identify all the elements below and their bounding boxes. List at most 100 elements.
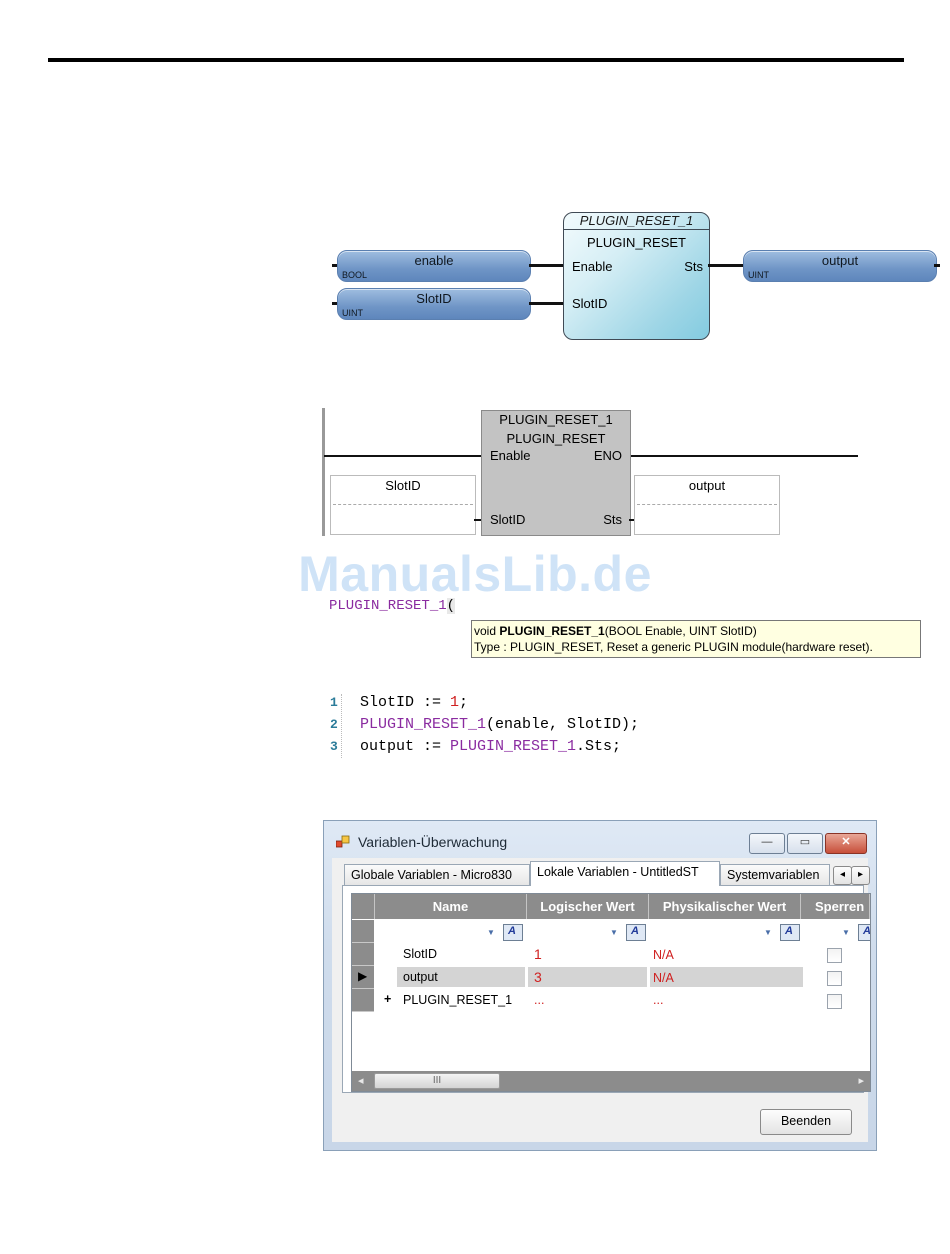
lock-checkbox[interactable] <box>827 994 842 1009</box>
scrollbar-thumb[interactable]: III <box>374 1073 500 1089</box>
tooltip-name: PLUGIN_RESET_1 <box>499 624 605 638</box>
tab-global-variables[interactable]: Globale Variablen - Micro830 <box>344 864 530 885</box>
tab-scroll-right-button[interactable]: ▸ <box>851 866 870 885</box>
line-number: 1 <box>330 695 338 710</box>
divider <box>637 504 777 505</box>
variable-monitor-window: Variablen-Überwachung — ▭ ✕ Globale Vari… <box>323 820 877 1151</box>
fbd-wire <box>529 264 565 267</box>
var-type: BOOL <box>342 270 368 280</box>
page-header-rule <box>48 58 904 62</box>
pin-label-sts: Sts <box>603 512 622 527</box>
code-gutter-divider <box>341 694 342 758</box>
block-instance-name: PLUGIN_RESET_1 <box>564 213 709 230</box>
divider <box>333 504 473 505</box>
fbd-wire <box>332 264 338 267</box>
tab-scroll-left-button[interactable]: ◂ <box>833 866 852 885</box>
filter-lock-icon[interactable] <box>858 924 870 941</box>
block-type-name: PLUGIN_RESET <box>506 431 606 446</box>
st-call-editor-line[interactable]: PLUGIN_RESET_1( <box>329 598 456 614</box>
cell-physical-value[interactable]: N/A <box>653 948 674 962</box>
selected-cell-bg <box>650 967 803 987</box>
row-header[interactable] <box>352 943 374 966</box>
var-name: SlotID <box>416 291 452 306</box>
cell-name[interactable]: SlotID <box>403 947 438 961</box>
watermark: ManualsLib.de <box>298 546 652 602</box>
horizontal-scrollbar[interactable]: ◂ III ▸ <box>352 1071 870 1091</box>
scroll-right-arrow-icon[interactable]: ▸ <box>858 1075 864 1087</box>
code-line-2[interactable]: 2 PLUGIN_RESET_1(enable, SlotID); <box>330 716 639 738</box>
fbd-wire <box>934 264 940 267</box>
st-call-instance: PLUGIN_RESET_1 <box>329 598 447 614</box>
window-client-area: Globale Variablen - Micro830 Lokale Vari… <box>332 858 871 1142</box>
window-title: Variablen-Überwachung <box>358 834 508 850</box>
tab-system-variables[interactable]: Systemvariablen <box>720 864 830 885</box>
var-name: output <box>821 253 859 268</box>
code-literal: 1 <box>450 694 460 711</box>
minimize-button[interactable]: — <box>749 833 785 854</box>
scroll-left-arrow-icon[interactable]: ◂ <box>358 1075 364 1087</box>
selected-cell-bg <box>397 967 525 987</box>
filter-dropdown-icon[interactable]: ▼ <box>842 928 850 937</box>
code-text: output := <box>360 738 451 755</box>
pin-label-slotid: SlotID <box>572 296 608 311</box>
cell-physical-value[interactable]: ... <box>653 993 664 1007</box>
maximize-button[interactable]: ▭ <box>787 833 823 854</box>
lock-checkbox[interactable] <box>827 971 842 986</box>
close-window-button[interactable]: ✕ <box>825 833 867 854</box>
filter-name-icon[interactable] <box>503 924 523 941</box>
cell-name[interactable]: output <box>403 970 438 984</box>
tooltip-description: Type : PLUGIN_RESET, Reset a generic PLU… <box>474 640 873 654</box>
var-name: enable <box>414 253 454 268</box>
var-type: UINT <box>748 270 769 280</box>
expand-row-icon[interactable]: + <box>384 992 392 1006</box>
fbd-var-output[interactable]: output UINT <box>743 250 937 282</box>
fbd-wire <box>529 302 565 305</box>
cell-name[interactable]: PLUGIN_RESET_1 <box>403 993 513 1007</box>
cell-logical-value[interactable]: 1 <box>534 946 542 962</box>
tab-local-variables[interactable]: Lokale Variablen - UntitledST <box>530 861 720 886</box>
column-header-lock[interactable]: Sperren <box>801 894 870 919</box>
current-row-icon: ▶ <box>358 969 368 983</box>
row-header <box>352 920 374 943</box>
row-header[interactable]: ▶ <box>352 966 374 989</box>
filter-logical-icon[interactable] <box>626 924 646 941</box>
cell-logical-value[interactable]: 3 <box>534 969 542 985</box>
tooltip-params: (BOOL Enable, UINT SlotID) <box>604 624 757 638</box>
fbd-var-slotid[interactable]: SlotID UINT <box>337 288 531 320</box>
ladder-function-block[interactable]: PLUGIN_RESET_1 PLUGIN_RESET Enable ENO S… <box>481 410 631 536</box>
var-name: output <box>688 478 726 493</box>
cell-physical-value[interactable]: N/A <box>653 971 674 985</box>
ladder-var-slotid[interactable]: SlotID <box>330 475 476 535</box>
column-header-name[interactable]: Name <box>375 894 527 919</box>
ladder-rung-wire <box>628 455 858 457</box>
code-instance: PLUGIN_RESET_1 <box>360 716 487 733</box>
pin-label-slotid: SlotID <box>490 512 526 527</box>
pin-label-sts: Sts <box>684 259 703 274</box>
filter-dropdown-icon[interactable]: ▼ <box>764 928 772 937</box>
grid-corner-header <box>352 894 375 919</box>
line-number: 3 <box>330 739 338 754</box>
column-header-logical-value[interactable]: Logischer Wert <box>527 894 649 919</box>
filter-dropdown-icon[interactable]: ▼ <box>610 928 618 937</box>
lock-checkbox[interactable] <box>827 948 842 963</box>
fbd-function-block[interactable]: PLUGIN_RESET_1 PLUGIN_RESET Enable SlotI… <box>563 212 710 340</box>
code-text: (enable, SlotID); <box>486 716 640 733</box>
ladder-wire <box>474 519 482 521</box>
row-header[interactable] <box>352 989 374 1012</box>
code-text: ; <box>459 694 469 711</box>
code-text: .Sts; <box>576 738 622 755</box>
ladder-left-rail <box>322 408 325 536</box>
code-text: SlotID := <box>360 694 451 711</box>
beenden-button[interactable]: Beenden <box>760 1109 852 1135</box>
fbd-var-enable[interactable]: enable BOOL <box>337 250 531 282</box>
line-number: 2 <box>330 717 338 732</box>
filter-dropdown-icon[interactable]: ▼ <box>487 928 495 937</box>
tooltip-prefix: void <box>474 624 500 638</box>
column-header-physical-value[interactable]: Physikalischer Wert <box>649 894 801 919</box>
filter-physical-icon[interactable] <box>780 924 800 941</box>
cell-logical-value[interactable]: ... <box>534 993 545 1007</box>
pin-label-eno: ENO <box>593 448 622 463</box>
ladder-var-output[interactable]: output <box>634 475 780 535</box>
